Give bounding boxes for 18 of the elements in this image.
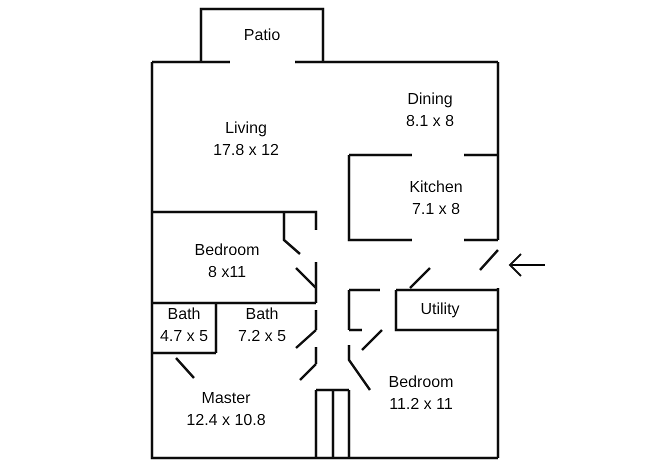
room-name: Bath (244, 305, 280, 325)
room-dimensions: 11.2 x 11 (388, 395, 454, 415)
room-dimensions: 4.7 x 5 (160, 327, 208, 347)
room-name: Bedroom (194, 241, 260, 261)
room-dimensions: 7.1 x 8 (410, 200, 462, 220)
room-name: Bedroom (388, 373, 454, 393)
room-name: Bath (166, 305, 202, 325)
room-name: Utility (420, 300, 460, 320)
room-dimensions: 8.1 x 8 (406, 112, 454, 132)
room-name: Master (200, 389, 252, 409)
room-dimensions: 17.8 x 12 (213, 141, 279, 161)
room-dimensions: 8 x11 (207, 263, 247, 283)
room-name: Kitchen (409, 178, 463, 198)
room-name: Dining (406, 90, 454, 110)
room-name: Patio (244, 26, 280, 46)
room-dimensions: 7.2 x 5 (238, 327, 286, 347)
room-dimensions: 12.4 x 10.8 (186, 411, 266, 431)
room-name: Living (224, 119, 268, 139)
